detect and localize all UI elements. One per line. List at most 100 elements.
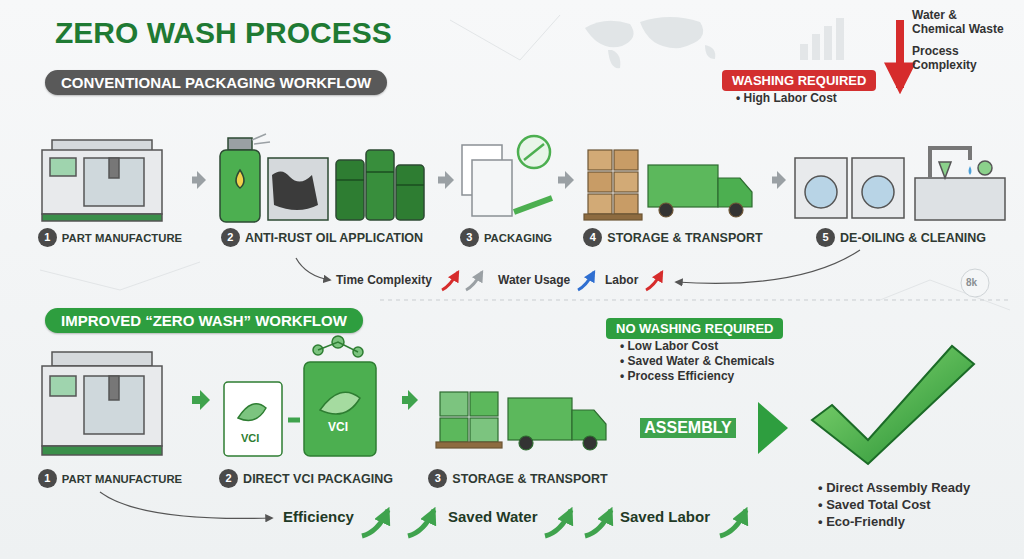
cnc-machine <box>42 352 162 455</box>
callout-title: NO WASHING REQUIRED <box>606 318 783 339</box>
section-header: IMPROVED “ZERO WASH” WORKFLOW <box>45 308 363 333</box>
step-name: PART MANUFACTURE <box>62 473 182 485</box>
step-number: 3 <box>428 469 447 488</box>
step-number: 2 <box>219 469 238 488</box>
flow-arrow <box>772 171 786 189</box>
network-lines <box>40 15 1010 310</box>
cnc-machine <box>42 140 162 221</box>
arrow-head <box>777 171 786 189</box>
annotation-label: Saved Labor <box>620 508 710 525</box>
annotation-label: 8k <box>966 277 977 288</box>
annotation-label: Water & Chemical Waste <box>912 8 1012 36</box>
section-header: CONVENTIONAL PACKAGING WORKFLOW <box>45 70 387 95</box>
result-item: • Saved Total Cost <box>818 496 1005 513</box>
step-name: STORAGE & TRANSPORT <box>607 231 762 245</box>
annotation-label: Efficiency <box>283 508 354 525</box>
arrow-head <box>200 390 210 410</box>
assembly-arrow <box>618 402 788 454</box>
annotation-label: Time Complexity <box>336 273 432 287</box>
process-step: 4 STORAGE & TRANSPORT <box>576 135 770 247</box>
process-step: 1 PART MANUFACTURE <box>30 135 190 247</box>
step-label: 1 PART MANUFACTURE <box>38 228 182 247</box>
step-name: PACKAGING <box>484 232 552 244</box>
bullet-item: • Low Labor Cost <box>620 339 718 354</box>
checkmark-icon <box>812 346 974 464</box>
step-label: 2 ANTI-RUST OIL APPLICATION <box>221 228 423 247</box>
world-map <box>585 17 715 68</box>
arrow-head <box>197 171 206 189</box>
step-label: 3 STORAGE & TRANSPORT <box>428 469 607 488</box>
storage-transport <box>584 150 752 220</box>
step-name: DIRECT VCI PACKAGING <box>243 472 393 486</box>
step-label: 4 STORAGE & TRANSPORT <box>583 228 762 247</box>
trend-arrow <box>466 272 482 290</box>
step-label: 1 PART MANUFACTURE <box>38 469 182 488</box>
process-step: 3 STORAGE & TRANSPORT <box>420 340 616 488</box>
process-step: 3 PACKAGING <box>456 135 556 247</box>
flow-arrow <box>402 390 418 410</box>
arrow-head <box>758 402 788 454</box>
process-step: 2 ANTI-RUST OIL APPLICATION <box>208 135 436 247</box>
annotation-label: Labor <box>605 273 638 287</box>
arrow-head <box>565 171 574 189</box>
process-step: 1 PART MANUFACTURE <box>30 340 190 488</box>
step-name: PART MANUFACTURE <box>62 232 182 244</box>
arrow-shaft <box>402 396 409 404</box>
result-item: • Eco-Friendly <box>818 513 1005 530</box>
bullet-item: • Saved Water & Chemicals <box>620 354 774 369</box>
annotation-label: Saved Water <box>448 508 537 525</box>
step-number: 3 <box>460 228 479 247</box>
warning-callout: WASHING REQUIRED• High Labor Cost <box>722 70 887 120</box>
curve-arrow <box>100 492 272 518</box>
packaging-bags <box>462 136 552 216</box>
arrow-shaft <box>438 177 446 184</box>
edge-label: ASSEMBLY <box>640 418 735 438</box>
bullet-item: • High Labor Cost <box>736 91 837 106</box>
bar-chart-decor <box>800 18 844 60</box>
waste-arrow <box>896 20 904 88</box>
annotation-label: Process Complexity <box>912 44 1012 72</box>
step-number: 5 <box>816 228 835 247</box>
flow-arrow <box>438 171 454 189</box>
bullet-item: • Process Efficiency <box>620 369 734 384</box>
benefit-callout: NO WASHING REQUIRED• Low Labor Cost• Sav… <box>606 318 788 402</box>
annotation-label: VCI <box>328 420 348 434</box>
step-number: 2 <box>221 228 240 247</box>
process-step: 2 DIRECT VCI PACKAGING <box>212 340 400 488</box>
anti-rust-oil-illustration <box>220 134 424 222</box>
header-text: IMPROVED “ZERO WASH” WORKFLOW <box>61 312 347 329</box>
result-check: • Direct Assembly Ready• Saved Total Cos… <box>790 332 1005 532</box>
step-label: 3 PACKAGING <box>460 228 552 247</box>
step-number: 4 <box>583 228 602 247</box>
step-name: ANTI-RUST OIL APPLICATION <box>245 231 423 245</box>
trend-arrow <box>578 272 594 290</box>
step-number: 1 <box>38 469 57 488</box>
separator <box>380 300 1010 301</box>
washing-station <box>795 148 1005 220</box>
step-name: STORAGE & TRANSPORT <box>452 472 607 486</box>
annotation-label: Water Usage <box>498 273 570 287</box>
flow-arrow <box>192 390 210 410</box>
arrow-head <box>408 390 418 410</box>
step-label: 5 DE-OILING & CLEANING <box>816 228 986 247</box>
trend-arrow <box>442 272 458 290</box>
flow-arrow <box>192 171 206 189</box>
callout-title: WASHING REQUIRED <box>722 70 876 91</box>
page-title: ZERO WASH PROCESS <box>55 16 392 50</box>
step-label: 2 DIRECT VCI PACKAGING <box>219 469 393 488</box>
arrow-shaft <box>558 177 566 184</box>
arrow-shaft <box>192 396 201 404</box>
vci-bags <box>224 336 376 456</box>
step-number: 1 <box>38 228 57 247</box>
storage-transport <box>436 392 606 450</box>
curve-arrow <box>676 250 860 283</box>
step-name: DE-OILING & CLEANING <box>840 231 986 245</box>
header-text: CONVENTIONAL PACKAGING WORKFLOW <box>61 74 371 91</box>
arrow-head <box>445 171 454 189</box>
flow-arrow <box>558 171 574 189</box>
curve-arrow <box>296 258 330 280</box>
trend-arrow <box>646 272 662 290</box>
process-step: 5 DE-OILING & CLEANING <box>788 135 1014 247</box>
arrow-shaft <box>618 414 759 442</box>
